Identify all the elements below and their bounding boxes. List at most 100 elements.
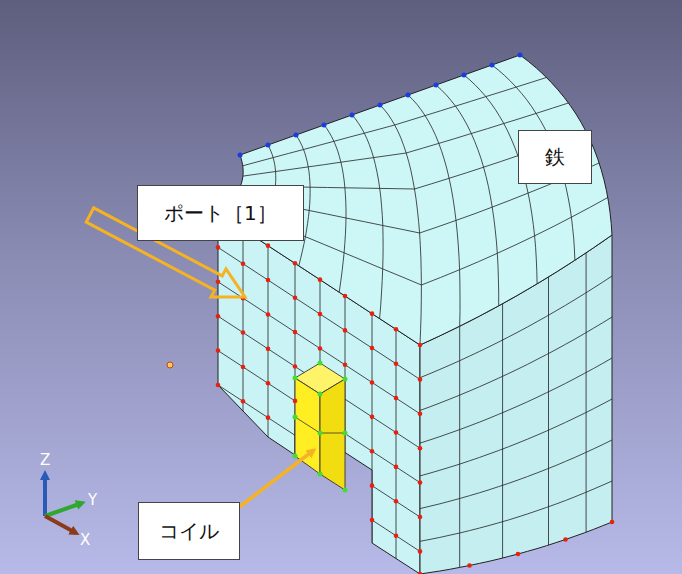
- callout-text: 鉄: [545, 144, 565, 170]
- grid-line: [210, 483, 430, 574]
- callout-text: コイル: [159, 518, 219, 544]
- mesh-node: [518, 53, 523, 58]
- mesh-node: [241, 261, 246, 266]
- mesh-node: [293, 364, 298, 369]
- mesh-node: [266, 415, 271, 420]
- grid-line: [408, 95, 460, 326]
- mesh-node: [394, 361, 399, 366]
- grid-line: [295, 417, 320, 433]
- mesh-node: [370, 449, 375, 454]
- y-axis: [45, 503, 82, 516]
- mesh-node: [266, 347, 271, 352]
- mesh-node: [467, 563, 472, 568]
- mesh-node: [490, 63, 495, 68]
- mesh-node: [238, 153, 243, 158]
- grid-line: [324, 125, 346, 292]
- grid-line: [420, 440, 612, 509]
- mesh-node: [394, 533, 399, 538]
- mesh-node: [343, 377, 348, 382]
- mesh-node: [406, 93, 411, 98]
- mesh-node: [516, 552, 521, 557]
- grid-line: [380, 105, 421, 345]
- mesh-node: [318, 346, 323, 351]
- grid-line: [502, 304, 503, 558]
- mesh-node: [370, 380, 375, 385]
- mesh-node: [266, 243, 271, 248]
- grid-line: [420, 399, 612, 476]
- axis-label: X: [80, 532, 90, 548]
- mesh-node: [294, 133, 299, 138]
- mesh-node: [318, 277, 323, 282]
- mesh-node: [318, 392, 323, 397]
- callout-box: 鉄: [518, 130, 592, 184]
- mesh-node: [370, 518, 375, 523]
- mesh-node: [434, 83, 439, 88]
- grid-line: [243, 78, 547, 166]
- grid-line: [352, 115, 383, 319]
- mesh-node: [394, 327, 399, 332]
- callout-box: ポート［1］: [137, 185, 304, 241]
- mesh-node: [418, 377, 423, 382]
- mesh-node: [318, 472, 323, 477]
- coil-face: [320, 379, 345, 490]
- grid-line: [210, 552, 430, 574]
- grid-line: [548, 277, 549, 545]
- mesh-node: [293, 376, 298, 381]
- grid-line: [320, 433, 345, 434]
- z-axis: [43, 474, 47, 516]
- mesh-node: [216, 280, 221, 285]
- mesh-node: [418, 343, 423, 348]
- mesh-node: [241, 365, 246, 370]
- mesh-node: [394, 430, 399, 435]
- mesh-node: [343, 488, 348, 493]
- mesh-node: [462, 73, 467, 78]
- mesh-node: [293, 295, 298, 300]
- mesh-node: [322, 123, 327, 128]
- mesh-node: [378, 103, 383, 108]
- grid-line: [436, 85, 499, 306]
- mesh-node: [343, 328, 348, 333]
- mesh-node: [241, 330, 246, 335]
- axis-label: Z: [40, 452, 50, 468]
- mesh-node: [418, 446, 423, 451]
- mesh-node: [370, 415, 375, 420]
- mesh-node: [350, 113, 355, 118]
- mesh-node: [343, 362, 348, 367]
- coil-leader: [238, 450, 314, 508]
- mesh-node: [418, 572, 423, 574]
- grid-line: [210, 517, 430, 574]
- mesh-node: [343, 294, 348, 299]
- grid-line: [210, 345, 430, 489]
- iron-mesh: [210, 53, 614, 574]
- x-axis: [45, 516, 76, 533]
- mesh-node: [216, 383, 221, 388]
- mesh-node: [563, 537, 568, 542]
- callout-text: ポート［1］: [164, 200, 277, 226]
- mesh-node: [394, 396, 399, 401]
- callout-box: コイル: [138, 502, 240, 560]
- mesh-node: [216, 314, 221, 319]
- grid-line: [420, 358, 612, 443]
- axis-label: Y: [88, 492, 97, 508]
- mesh-node: [216, 348, 221, 353]
- grid-line: [459, 326, 460, 567]
- mesh-node: [394, 465, 399, 470]
- mesh-node: [418, 412, 423, 417]
- mesh-node: [266, 278, 271, 283]
- mesh-node: [418, 549, 423, 554]
- mesh-node: [266, 312, 271, 317]
- grid-line: [420, 481, 612, 541]
- mesh-node: [293, 261, 298, 266]
- mesh-node: [370, 346, 375, 351]
- mesh-node: [293, 330, 298, 335]
- grid-line: [586, 253, 587, 532]
- mesh-node: [318, 431, 323, 436]
- mesh-node: [343, 431, 348, 436]
- mesh-node: [266, 143, 271, 148]
- mesh-node: [293, 399, 298, 404]
- origin-dot: [167, 362, 173, 368]
- mesh-node: [266, 381, 271, 386]
- mesh-node: [610, 520, 615, 525]
- mesh-node: [241, 399, 246, 404]
